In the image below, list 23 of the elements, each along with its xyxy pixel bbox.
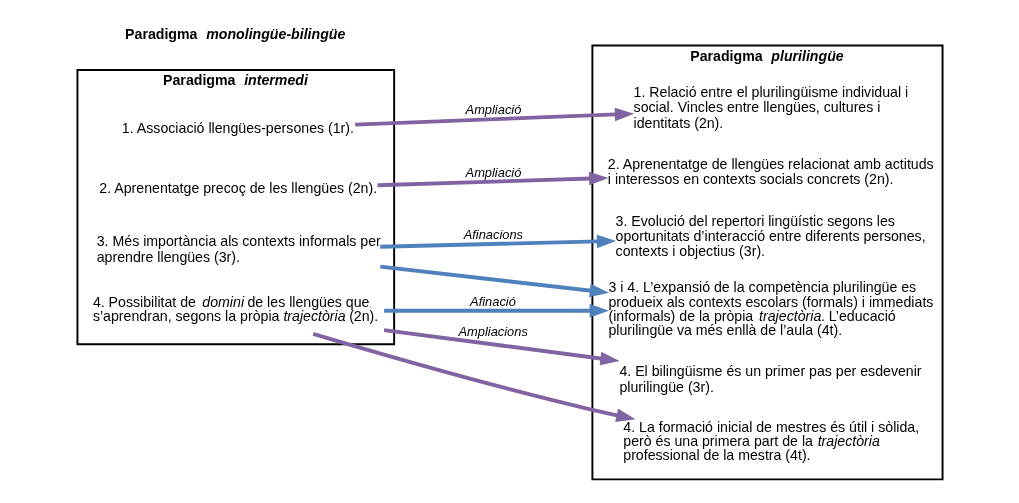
arrow xyxy=(312,332,635,422)
edge-label: Ampliació xyxy=(465,164,521,180)
node-text: 3. Evolució del repertori lingüístic segons les oportunitats d’interacció entre diferents persones, contexts i objectius (3r). xyxy=(615,212,926,260)
edge-label: Ampliacions xyxy=(458,324,528,340)
node-text: 2. Aprenentatge precoç de les llengües (2n). xyxy=(98,180,377,197)
label: Paradigma monolingüe-bilingüe xyxy=(124,25,345,42)
node-text: 4. Possibilitat de domini de les llengües que s’aprendran, segons la pròpia trajectòria (2n). xyxy=(92,293,378,324)
node-text: 2. Aprenentatge de llengües relacionat amb actituds i interessos en contexts socials concrets (2n). xyxy=(607,155,934,188)
edge-label: Afinacions xyxy=(463,226,523,242)
node-text: 3. Més importància als contexts informals per aprendre llengües (3r). xyxy=(96,233,381,265)
node-text: 4. La formació inicial de mestres és útil i sòlida, però és una primera part de la trajectòria professional de la mestra (4t). xyxy=(622,419,919,464)
arrow xyxy=(383,328,620,366)
arrow xyxy=(379,234,616,249)
node-text: 1. Relació entre el plurilingüisme individual i social. Vincles entre llengües, cultures i identitats (2n). xyxy=(633,83,908,131)
edge-label: Ampliació xyxy=(465,101,521,117)
arrow xyxy=(354,107,634,127)
edge-label: Afinació xyxy=(469,293,516,309)
node-text: 4. El bilingüisme és un primer pas per esdevenir plurilingüe (3r). xyxy=(618,363,922,395)
node-text: 3 i 4. L’expansió de la competència plurilingüe es produeix als contexts escolars (formals) i immediats (informals) de la pròpia trajectòria. L’educació plurilingüe va més enllà de l’aula (4t). xyxy=(607,279,933,338)
node-text: 1. Associació llengües-persones (1r). xyxy=(121,119,354,136)
arrow xyxy=(379,264,609,298)
arrow xyxy=(383,303,609,318)
arrow xyxy=(376,171,608,188)
